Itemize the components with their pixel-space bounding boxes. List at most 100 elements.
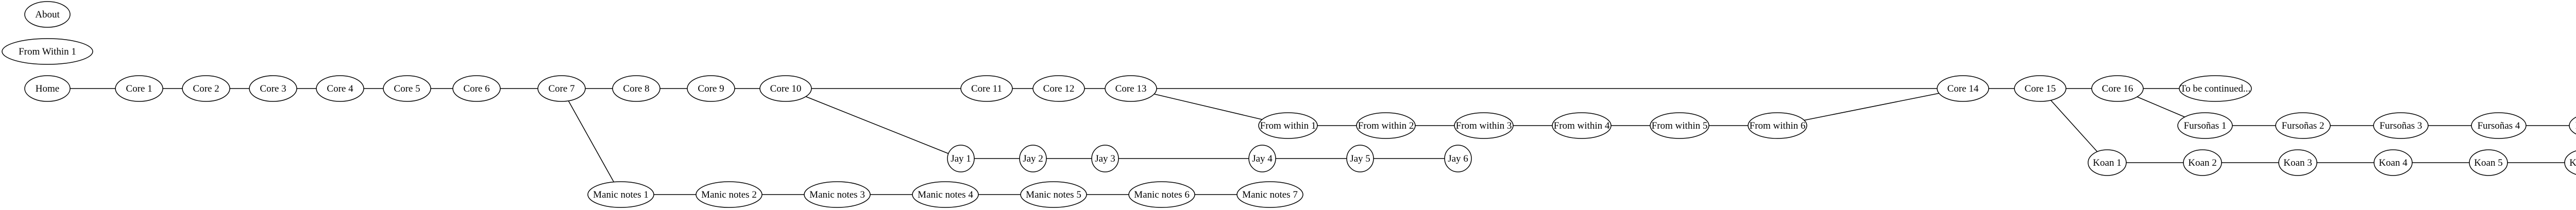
node-label-fwc1: From within 1: [1260, 120, 1316, 131]
graph-node-man2: Manic notes 2: [696, 181, 762, 208]
node-ellipse-man7: [1236, 181, 1303, 208]
node-label-jay4: Jay 4: [1252, 153, 1273, 164]
node-ellipse-core7: [537, 75, 586, 102]
graph-edge-core10-jay1: [785, 88, 961, 159]
graph-node-core11: Core 11: [960, 75, 1013, 102]
node-label-core2: Core 2: [193, 83, 219, 94]
node-ellipse-core4: [316, 75, 364, 102]
node-label-koan3: Koan 3: [2283, 157, 2312, 168]
node-ellipse-core15: [2014, 75, 2066, 102]
graph-node-core7: Core 7: [537, 75, 586, 102]
graph-node-man4: Manic notes 4: [912, 181, 979, 208]
node-ellipse-about: [24, 1, 71, 28]
node-ellipse-fwc6: [1748, 112, 1807, 139]
node-ellipse-core16: [2091, 75, 2144, 102]
node-label-fwc2: From within 2: [1358, 120, 1414, 131]
graph-node-man1: Manic notes 1: [587, 181, 654, 208]
node-ellipse-core12: [1032, 75, 1085, 102]
node-label-koan2: Koan 2: [2188, 157, 2216, 168]
graph-node-fur4: Fursoñas 4: [2471, 112, 2527, 139]
node-label-core15: Core 15: [2025, 83, 2056, 94]
graph-node-fwc4: From within 4: [1552, 112, 1612, 139]
node-label-fur1: Fursoñas 1: [2184, 120, 2227, 131]
graph-node-jay3: Jay 3: [1091, 145, 1119, 172]
node-label-jay3: Jay 3: [1095, 153, 1115, 164]
node-label-core4: Core 4: [327, 83, 353, 94]
graph-node-core3: Core 3: [249, 75, 297, 102]
graph-node-about: About: [24, 1, 71, 28]
node-ellipse-fwc1: [1258, 112, 1318, 139]
node-ellipse-core13: [1105, 75, 1157, 102]
graph-node-core1: Core 1: [115, 75, 163, 102]
graph-node-fur2: Fursoñas 2: [2275, 112, 2331, 139]
node-ellipse-home: [24, 75, 71, 102]
graph-node-jay5: Jay 5: [1346, 145, 1374, 172]
graph-node-man7: Manic notes 7: [1236, 181, 1303, 208]
node-ellipse-core9: [687, 75, 735, 102]
node-label-core14: Core 14: [1947, 83, 1979, 94]
graph-node-home: Home: [24, 75, 71, 102]
node-label-core3: Core 3: [260, 83, 286, 94]
node-label-jay5: Jay 5: [1350, 153, 1370, 164]
graph-node-core5: Core 5: [383, 75, 431, 102]
node-label-core11: Core 11: [971, 83, 1002, 94]
graph-node-man3: Manic notes 3: [804, 181, 871, 208]
graph-node-core13: Core 13: [1105, 75, 1157, 102]
node-ellipse-koan2: [2183, 149, 2222, 176]
node-label-tbc: To be continued...: [2180, 83, 2250, 94]
node-label-man2: Manic notes 2: [701, 189, 757, 200]
graph-node-tbc: To be continued...: [2179, 75, 2252, 102]
node-ellipse-core10: [759, 75, 812, 102]
node-ellipse-koan1: [2088, 149, 2127, 176]
node-ellipse-koan4: [2374, 149, 2413, 176]
node-ellipse-core3: [249, 75, 297, 102]
graph-node-jay4: Jay 4: [1248, 145, 1276, 172]
node-ellipse-koan3: [2278, 149, 2317, 176]
node-label-man4: Manic notes 4: [918, 189, 973, 200]
graph-node-fur3: Fursoñas 3: [2373, 112, 2429, 139]
graph-edge-fwc6-core14: [1777, 88, 1963, 126]
graph-node-core15: Core 15: [2014, 75, 2066, 102]
graph-node-fur1: Fursoñas 1: [2177, 112, 2233, 139]
node-label-man6: Manic notes 6: [1134, 189, 1190, 200]
graph-node-koan3: Koan 3: [2278, 149, 2317, 176]
node-ellipse-fur5: [2569, 116, 2576, 135]
node-ellipse-man6: [1128, 181, 1195, 208]
node-label-fur5: Fursoñas 5: [2575, 120, 2576, 131]
node-ellipse-jay1: [947, 145, 975, 172]
node-ellipse-man5: [1020, 181, 1087, 208]
node-label-fur4: Fursoñas 4: [2478, 120, 2520, 131]
graph-node-fwc6: From within 6: [1748, 112, 1807, 139]
node-ellipse-core1: [115, 75, 163, 102]
node-label-core10: Core 10: [770, 83, 802, 94]
node-ellipse-koan6: [2564, 150, 2576, 175]
node-label-koan1: Koan 1: [2093, 157, 2121, 168]
graph-node-jay2: Jay 2: [1019, 145, 1047, 172]
graph-node-fwc5: From within 5: [1650, 112, 1709, 139]
graph-node-fwc2: From within 2: [1356, 112, 1416, 139]
graph-node-fwc3: From within 3: [1454, 112, 1514, 139]
node-label-man7: Manic notes 7: [1242, 189, 1298, 200]
node-label-core5: Core 5: [394, 83, 420, 94]
node-label-fwc5: From within 5: [1652, 120, 1708, 131]
graph-node-core16: Core 16: [2091, 75, 2144, 102]
node-ellipse-man4: [912, 181, 979, 208]
node-ellipse-tbc: [2179, 75, 2252, 102]
node-ellipse-fur1: [2177, 112, 2233, 139]
node-label-man3: Manic notes 3: [809, 189, 865, 200]
graph-node-koan6: Koan 6: [2564, 150, 2576, 175]
graph-node-core8: Core 8: [612, 75, 660, 102]
node-label-fwc6: From within 6: [1750, 120, 1806, 131]
graph-node-core9: Core 9: [687, 75, 735, 102]
graph-node-fwc1: From within 1: [1258, 112, 1318, 139]
node-ellipse-jay5: [1346, 145, 1374, 172]
graph-edge-core7-man1: [561, 88, 621, 195]
node-label-fwtop: From Within 1: [19, 46, 76, 57]
node-label-koan4: Koan 4: [2379, 157, 2408, 168]
node-label-jay6: Jay 6: [1448, 153, 1468, 164]
node-label-fur2: Fursoñas 2: [2282, 120, 2325, 131]
node-ellipse-core8: [612, 75, 660, 102]
graph-node-core6: Core 6: [452, 75, 501, 102]
